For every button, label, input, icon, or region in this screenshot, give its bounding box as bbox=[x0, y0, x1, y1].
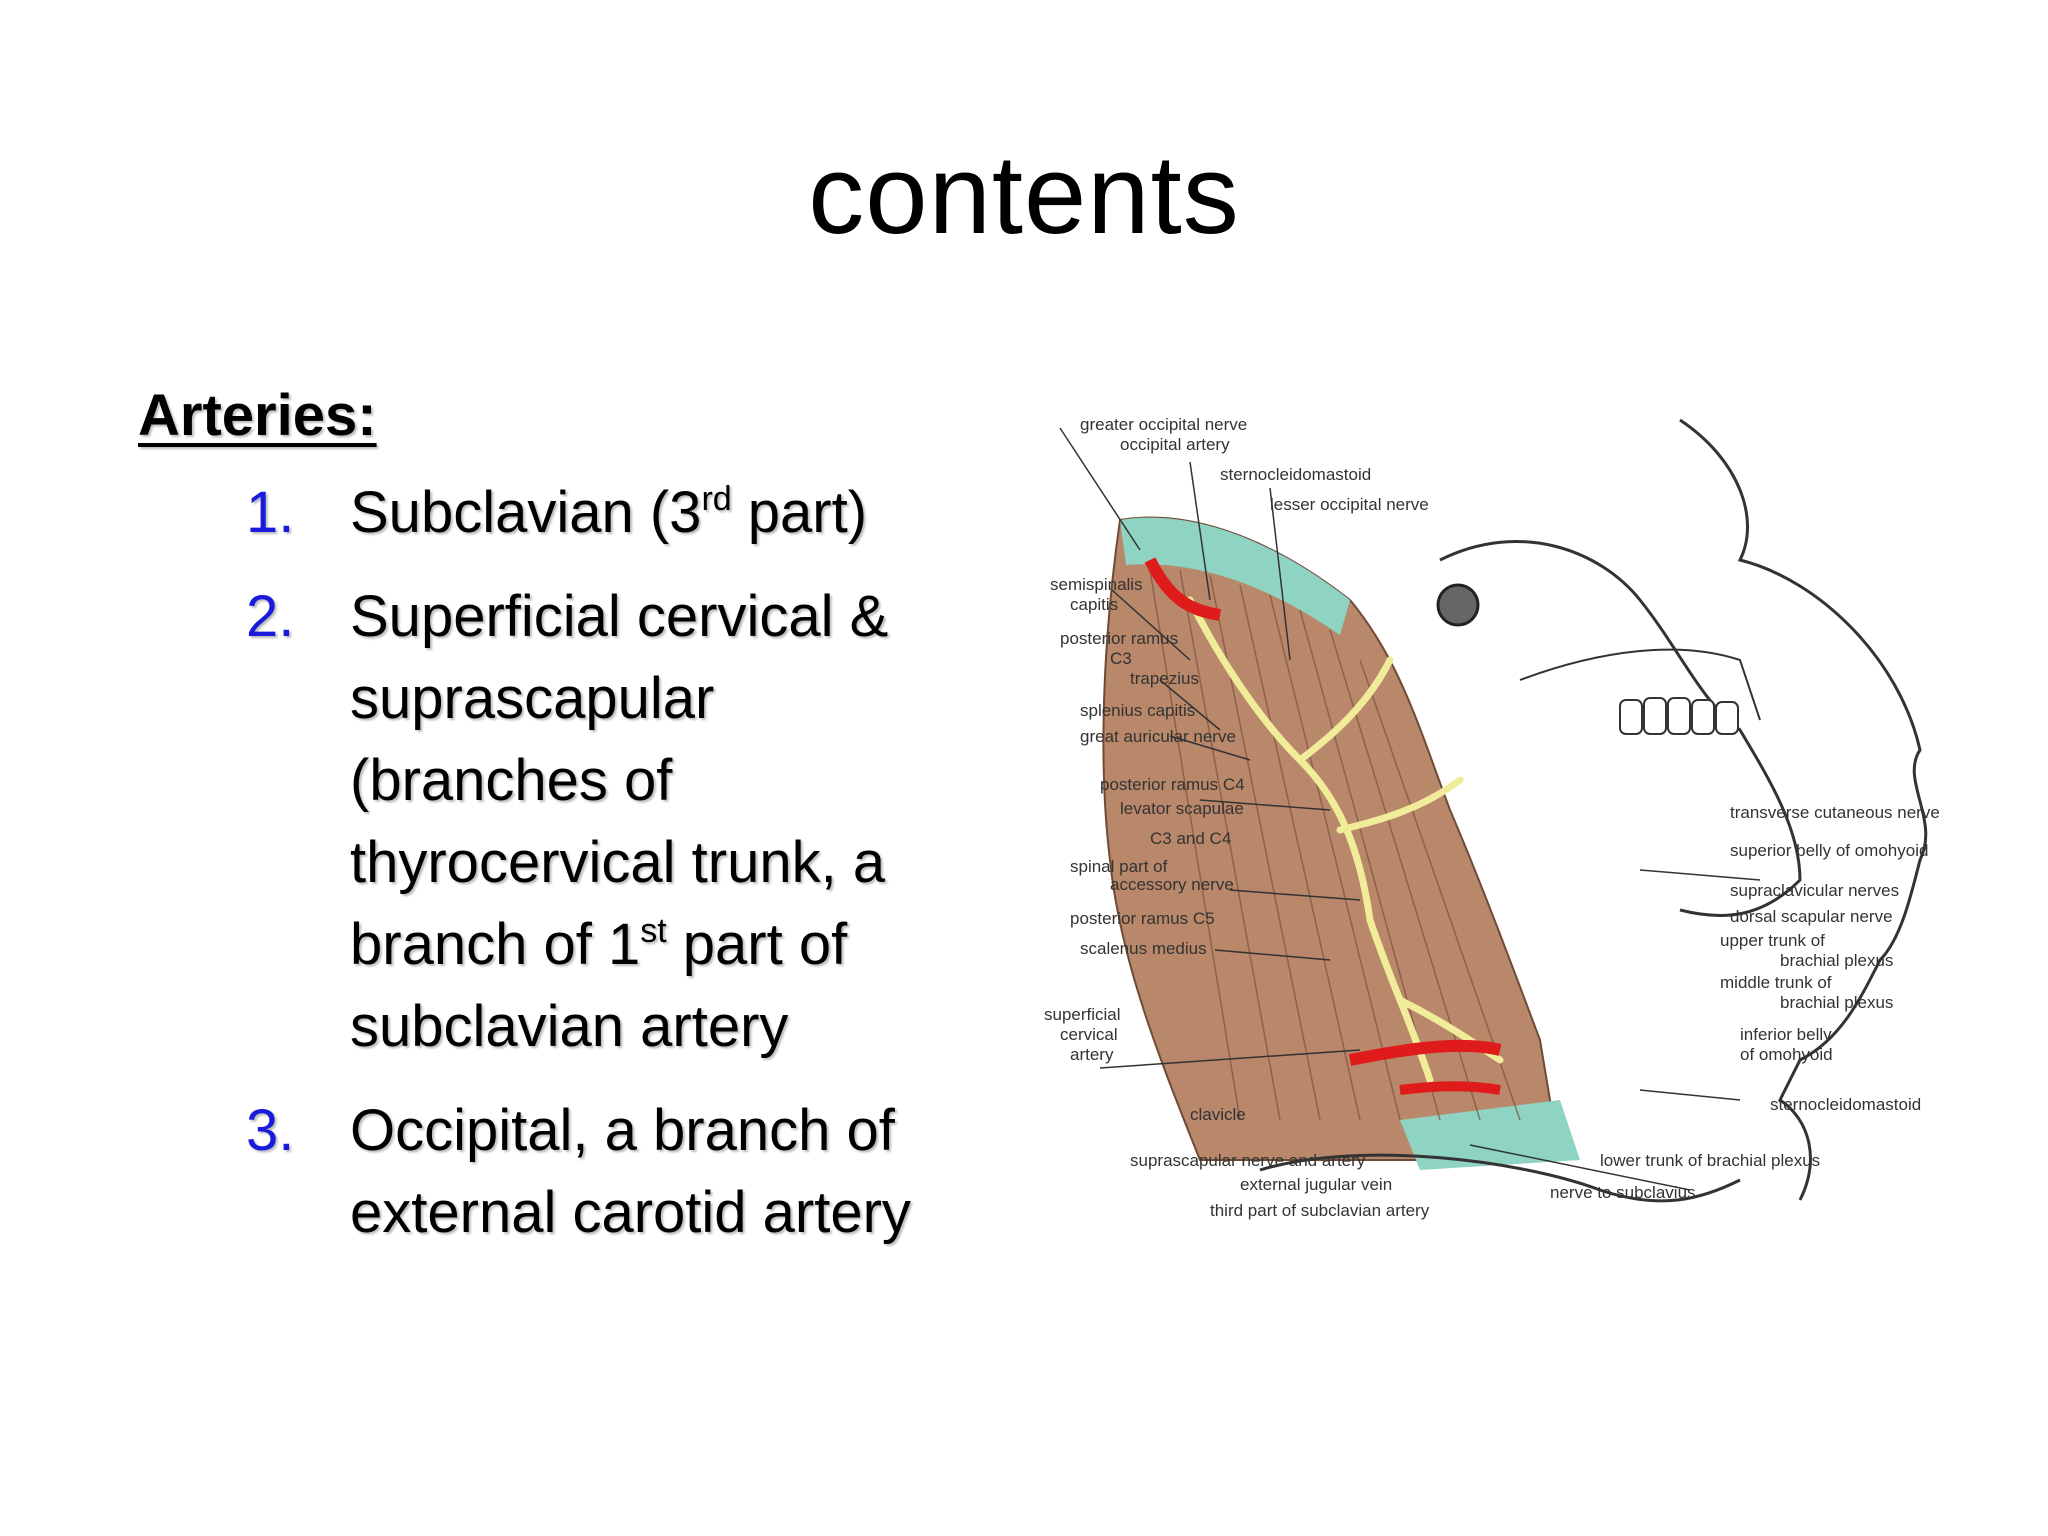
label-lower-trunk-brachial-plexus: lower trunk of brachial plexus bbox=[1600, 1151, 1820, 1170]
label-nerve-to-subclavius: nerve to subclavius bbox=[1550, 1183, 1696, 1202]
list-item: 3. Occipital, a branch of external carot… bbox=[246, 1090, 1006, 1254]
label-greater-occipital-nerve: greater occipital nerve bbox=[1080, 415, 1247, 434]
label-middle-trunk-of: middle trunk of bbox=[1720, 973, 1832, 992]
arteries-list: 1. Subclavian (3rd part) 2. Superficial … bbox=[246, 472, 1006, 1276]
label-cervical: cervical bbox=[1060, 1025, 1118, 1044]
label-clavicle: clavicle bbox=[1190, 1105, 1246, 1124]
label-lesser-occipital-nerve: lesser occipital nerve bbox=[1270, 495, 1429, 514]
label-posterior-ramus-c4: posterior ramus C4 bbox=[1100, 775, 1245, 794]
label-of-omohyoid: of omohyoid bbox=[1740, 1045, 1833, 1064]
arteries-heading: Arteries: bbox=[138, 383, 377, 448]
label-artery: artery bbox=[1070, 1045, 1114, 1064]
list-item: 1. Subclavian (3rd part) bbox=[246, 472, 1006, 554]
label-brachial-plexus-upper: brachial plexus bbox=[1780, 951, 1893, 970]
list-number: 3. bbox=[246, 1098, 295, 1163]
label-c3-and-c4: C3 and C4 bbox=[1150, 829, 1231, 848]
label-superior-belly-omohyoid: superior belly of omohyoid bbox=[1730, 841, 1928, 860]
neck-anatomy-illustration: greater occipital nerve occipital artery… bbox=[1044, 415, 1940, 1220]
label-external-jugular-vein: external jugular vein bbox=[1240, 1175, 1392, 1194]
label-supraclavicular-nerves: supraclavicular nerves bbox=[1730, 881, 1899, 900]
label-splenius-capitis: splenius capitis bbox=[1080, 701, 1195, 720]
list-item: 2. Superficial cervical & suprascapular … bbox=[246, 576, 1006, 1068]
label-c3: C3 bbox=[1110, 649, 1132, 668]
label-accessory-nerve: accessory nerve bbox=[1110, 875, 1234, 894]
label-sternocleidomastoid-top: sternocleidomastoid bbox=[1220, 465, 1371, 484]
list-number: 1. bbox=[246, 480, 295, 545]
label-scalenus-medius: scalenus medius bbox=[1080, 939, 1207, 958]
label-trapezius: trapezius bbox=[1130, 669, 1199, 688]
list-number: 2. bbox=[246, 584, 295, 649]
label-posterior-ramus-c5: posterior ramus C5 bbox=[1070, 909, 1215, 928]
label-spinal-part-of: spinal part of bbox=[1070, 857, 1168, 876]
label-transverse-cutaneous-nerve: transverse cutaneous nerve bbox=[1730, 803, 1940, 822]
label-superficial: superficial bbox=[1044, 1005, 1121, 1024]
label-levator-scapulae: levator scapulae bbox=[1120, 799, 1244, 818]
neck-anatomy-figure: greater occipital nerve occipital artery… bbox=[1040, 400, 1960, 1330]
label-dorsal-scapular-nerve: dorsal scapular nerve bbox=[1730, 907, 1893, 926]
slide-title: contents bbox=[808, 132, 1240, 257]
label-brachial-plexus-middle: brachial plexus bbox=[1780, 993, 1893, 1012]
label-suprascapular-nerve-and-artery: suprascapular nerve and artery bbox=[1130, 1151, 1366, 1170]
label-third-part-subclavian: third part of subclavian artery bbox=[1210, 1201, 1430, 1220]
label-great-auricular-nerve: great auricular nerve bbox=[1080, 727, 1236, 746]
label-occipital-artery: occipital artery bbox=[1120, 435, 1230, 454]
label-semispinalis: semispinalis bbox=[1050, 575, 1143, 594]
label-sternocleidomastoid-bottom: sternocleidomastoid bbox=[1770, 1095, 1921, 1114]
label-inferior-belly: inferior belly bbox=[1740, 1025, 1832, 1044]
label-upper-trunk-of: upper trunk of bbox=[1720, 931, 1825, 950]
label-posterior-ramus: posterior ramus bbox=[1060, 629, 1178, 648]
label-capitis: capitis bbox=[1070, 595, 1118, 614]
